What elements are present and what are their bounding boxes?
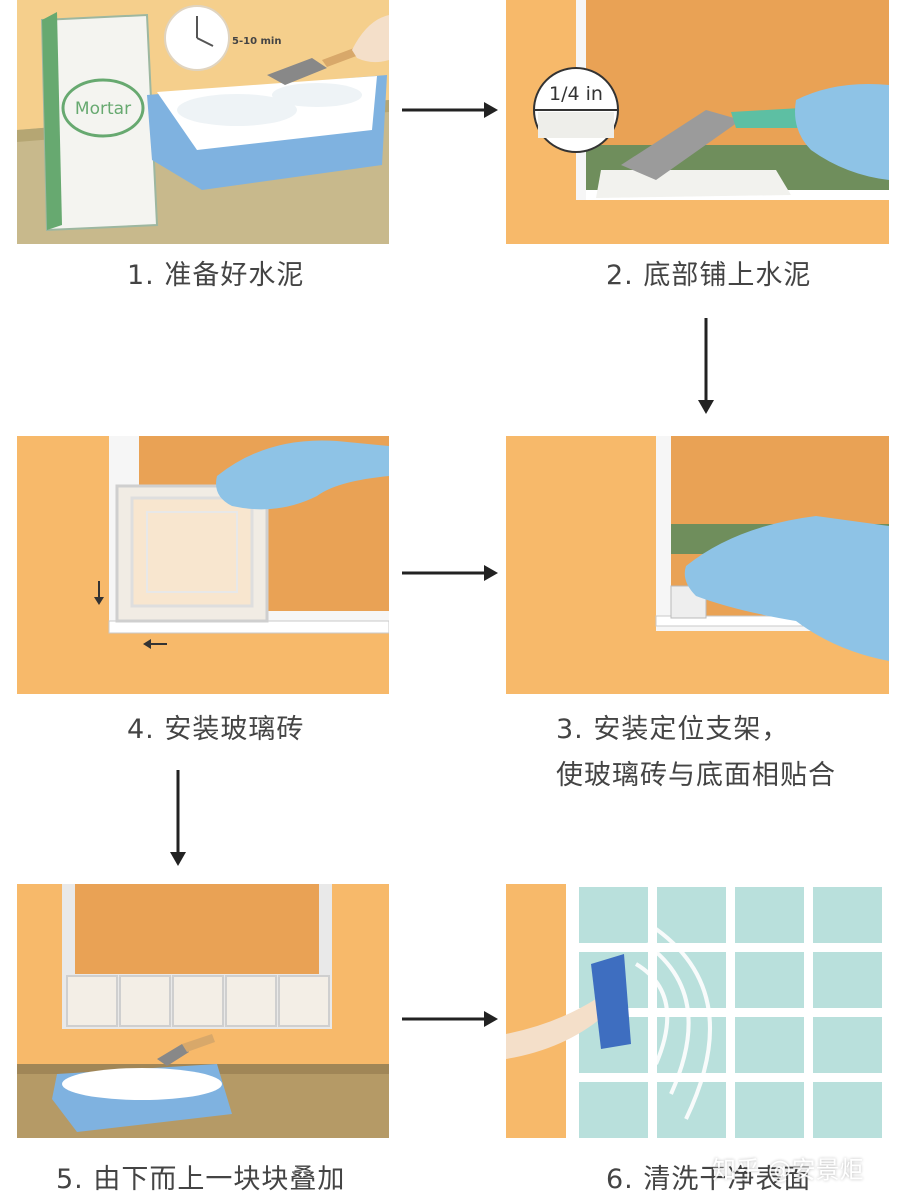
step-6-caption: 6. 清洗干净表面 <box>606 1164 812 1195</box>
step-3-illustration <box>506 436 889 694</box>
step-2-caption: 2. 底部铺上水泥 <box>606 260 812 291</box>
step-4-illustration <box>17 436 389 694</box>
timer-label: 5-10 min <box>232 36 281 47</box>
arrow-right-icon <box>402 565 498 581</box>
step-3-caption-line1: 3. 安装定位支架， <box>556 714 790 745</box>
step-4-caption: 4. 安装玻璃砖 <box>127 714 305 745</box>
measure-label: 1/4 in <box>549 83 603 105</box>
step-5-illustration <box>17 884 389 1138</box>
arrow-right-icon <box>402 102 498 118</box>
step-1-caption: 1. 准备好水泥 <box>127 260 305 291</box>
step-5-caption: 5. 由下而上一块块叠加 <box>56 1164 346 1195</box>
step-2-illustration: 1/4 in <box>506 0 889 244</box>
step-3-caption-line2: 使玻璃砖与底面相贴合 <box>556 760 836 791</box>
step-6-illustration <box>506 884 889 1138</box>
arrow-right-icon <box>402 1011 498 1027</box>
arrow-down-icon <box>698 318 714 414</box>
watermark: 知乎 @安景炬 <box>712 1156 864 1184</box>
bag-label: Mortar <box>75 99 131 119</box>
arrow-down-icon <box>170 770 186 866</box>
step-1-illustration: Mortar 5-10 min <box>17 0 389 244</box>
